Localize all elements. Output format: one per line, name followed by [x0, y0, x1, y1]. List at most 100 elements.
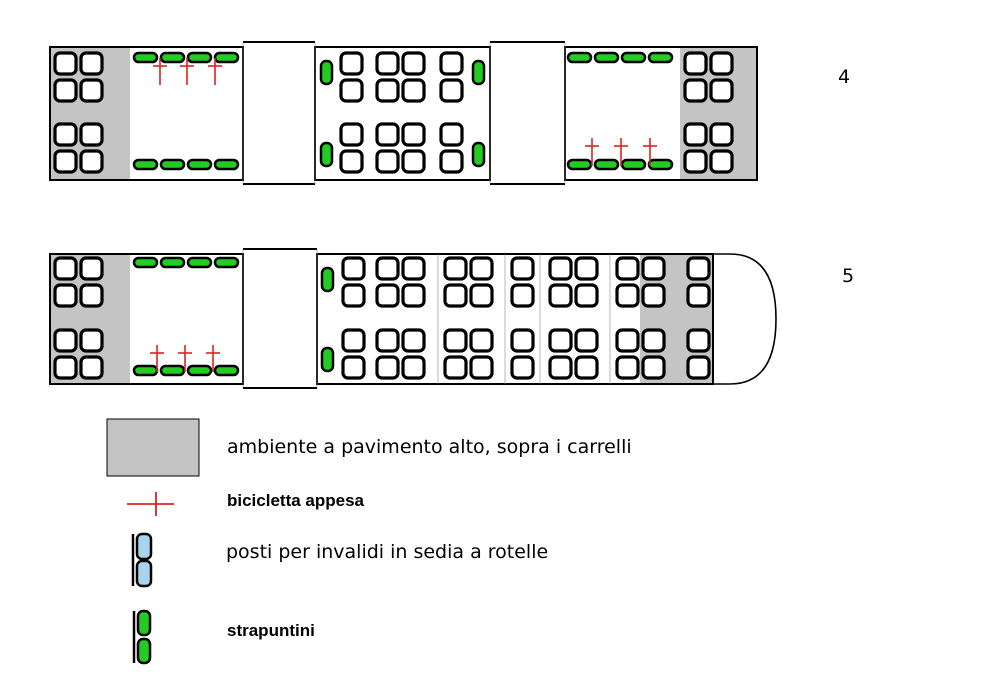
folding-seat-icon — [186, 364, 213, 377]
seat-icon — [574, 355, 599, 380]
seat-icon — [443, 355, 468, 380]
folding-seat-icon — [186, 158, 213, 171]
bicycle-hook-icon — [127, 492, 174, 516]
seat-icon — [53, 51, 78, 76]
car-number-5: 5 — [842, 265, 855, 287]
seat-icon — [683, 149, 708, 174]
folding-seat-icon — [620, 158, 647, 171]
seat-icon — [443, 283, 468, 308]
folding-seat-icon — [320, 266, 335, 293]
seat-icon — [574, 256, 599, 281]
wheelchair-seat-icon — [131, 532, 153, 588]
seat-icon — [53, 78, 78, 103]
car-4-layout — [49, 41, 758, 185]
folding-seat-icon — [620, 51, 647, 64]
folding-seat-icon — [159, 256, 186, 269]
seat-icon — [375, 122, 400, 147]
seat-icon — [439, 149, 464, 174]
seat-icon — [401, 149, 426, 174]
folding-seat-icon — [132, 609, 152, 665]
seat-icon — [641, 256, 666, 281]
seat-icon — [443, 256, 468, 281]
car-5-layout — [49, 248, 777, 389]
seat-icon — [548, 256, 573, 281]
legend-label-wheelchair: posti per invalidi in sedia a rotelle — [226, 541, 549, 563]
bicycle-hook-icon — [178, 345, 192, 372]
bicycle-hook-icon — [180, 58, 194, 85]
folding-seat-icon — [213, 256, 240, 269]
seat-icon — [79, 283, 104, 308]
seat-icon — [79, 149, 104, 174]
seat-icon — [469, 328, 494, 353]
seat-icon — [341, 355, 366, 380]
folding-seat-icon — [471, 141, 486, 168]
seat-icon — [375, 51, 400, 76]
seat-icon — [401, 283, 426, 308]
seat-icon — [375, 355, 400, 380]
folding-seat-icon — [213, 364, 240, 377]
folding-seat-icon — [593, 51, 620, 64]
seat-icon — [439, 51, 464, 76]
legend-label-bicycle: bicicletta appesa — [227, 491, 365, 510]
seat-icon — [339, 149, 364, 174]
seat-icon — [686, 328, 711, 353]
bicycle-hook-icon — [585, 138, 599, 166]
folding-seat-icon — [159, 158, 186, 171]
seat-icon — [79, 51, 104, 76]
seat-icon — [53, 149, 78, 174]
seat-icon — [469, 283, 494, 308]
seat-icon — [574, 328, 599, 353]
seat-icon — [79, 78, 104, 103]
folding-seat-icon — [132, 158, 159, 171]
high-floor-swatch — [106, 418, 200, 477]
folding-seat-icon — [132, 51, 159, 64]
seat-icon — [375, 328, 400, 353]
bicycle-hook-icon — [614, 138, 628, 166]
bicycle-hook-icon — [208, 58, 222, 85]
seat-icon — [686, 355, 711, 380]
bicycle-hook-icon — [643, 138, 657, 166]
seat-icon — [339, 51, 364, 76]
seat-icon — [339, 122, 364, 147]
seat-icon — [53, 355, 78, 380]
seat-icon — [469, 256, 494, 281]
seat-icon — [686, 283, 711, 308]
folding-seat-icon — [320, 346, 335, 373]
wheelchair-seat-cushion — [135, 532, 153, 561]
folding-seat-icon — [471, 59, 486, 86]
folding-seat-icon — [132, 256, 159, 269]
seat-icon — [439, 122, 464, 147]
bicycle-hook-icon — [153, 58, 167, 85]
seat-icon — [548, 328, 573, 353]
seat-icon — [510, 256, 535, 281]
seat-icon — [709, 149, 734, 174]
seat-icon — [510, 283, 535, 308]
seat-icon — [401, 256, 426, 281]
folding-seat-icon — [566, 51, 593, 64]
seat-icon — [53, 283, 78, 308]
seat-icon — [686, 256, 711, 281]
seat-icon — [641, 328, 666, 353]
seat-icon — [339, 78, 364, 103]
seat-icon — [53, 328, 78, 353]
seat-icon — [375, 256, 400, 281]
folding-seat-icon — [593, 158, 620, 171]
seat-icon — [53, 122, 78, 147]
seat-icon — [401, 78, 426, 103]
seat-icon — [709, 122, 734, 147]
folding-seat-icon — [319, 59, 334, 86]
seat-icon — [341, 328, 366, 353]
seat-icon — [443, 328, 468, 353]
seat-icon — [375, 149, 400, 174]
seat-icon — [439, 78, 464, 103]
seat-icon — [341, 283, 366, 308]
car-number-4: 4 — [838, 66, 851, 88]
seat-icon — [401, 51, 426, 76]
folding-seat-icon — [647, 51, 674, 64]
seat-icon — [79, 122, 104, 147]
folding-seat-cushion — [136, 637, 152, 665]
legend-label-folding-seats: strapuntini — [227, 621, 315, 640]
seat-icon — [79, 328, 104, 353]
folding-seat-icon — [319, 141, 334, 168]
seat-icon — [510, 328, 535, 353]
